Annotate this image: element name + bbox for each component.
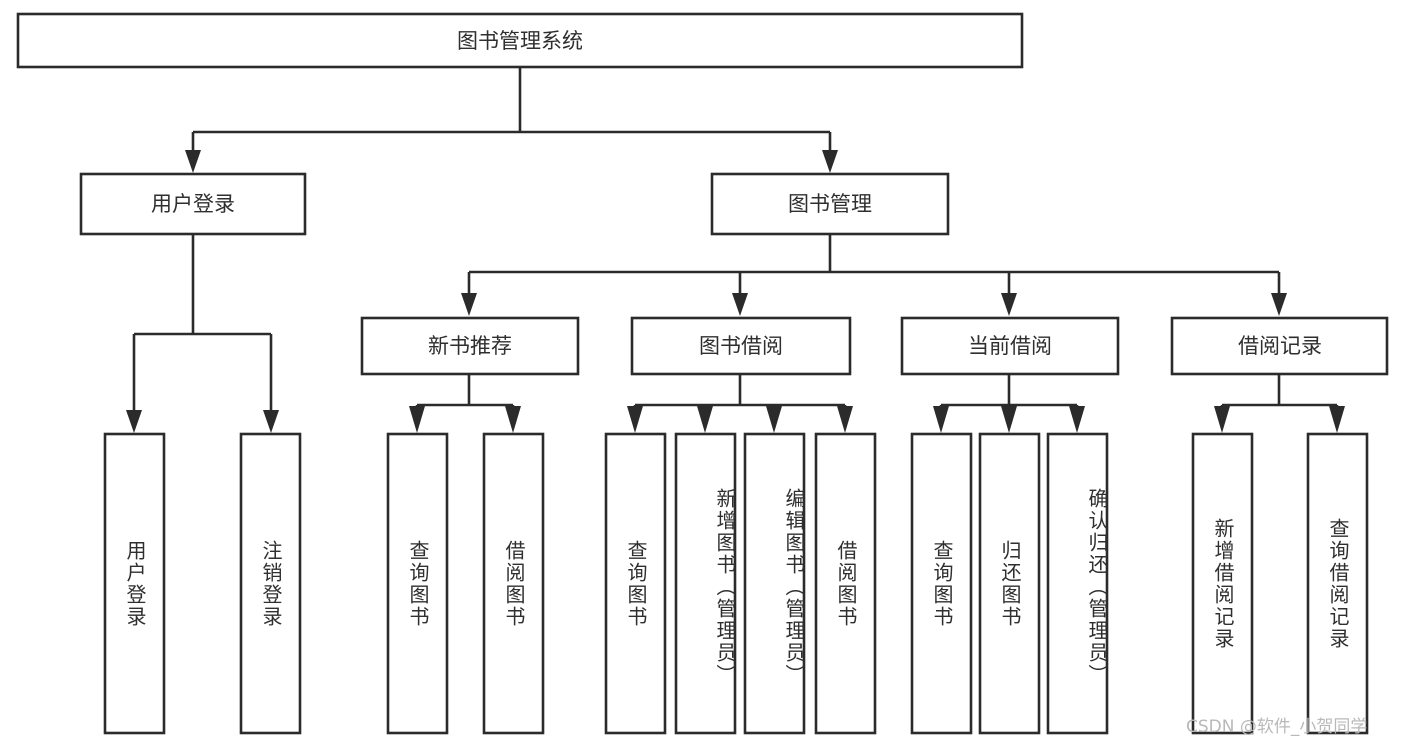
node-leaf-borrow-book-2[interactable] (814, 432, 877, 735)
node-book-borrow[interactable] (630, 316, 852, 376)
node-leaf-add-book[interactable] (674, 432, 737, 735)
arrowhead-leaf-query-book-3 (933, 406, 949, 433)
arrowhead-leaf-edit-book (766, 406, 782, 433)
csdn-watermark: CSDN @软件_小贺同学 (1186, 717, 1368, 737)
arrowhead-leaf-add-record (1214, 406, 1230, 433)
node-book-borrow-label: 图书借阅 (699, 334, 783, 358)
arrowhead-book-borrow (732, 293, 748, 316)
node-book-manage-label: 图书管理 (788, 192, 872, 216)
arrowhead-leaf-confirm-return (1069, 406, 1085, 433)
arrowhead-leaf-borrow-book-1 (505, 406, 521, 433)
arrowhead-leaf-borrow-book-2 (837, 406, 853, 433)
node-leaf-confirm-return[interactable] (1046, 432, 1109, 735)
node-book-manage[interactable] (710, 172, 950, 236)
arrowhead-book-manage (822, 150, 838, 173)
arrowhead-leaf-query-book-2 (627, 406, 643, 433)
node-leaf-edit-book[interactable] (743, 432, 806, 735)
arrowhead-leaf-user-logout (263, 410, 279, 433)
node-user-login-label: 用户登录 (151, 192, 235, 216)
arrowhead-current-borrow (1001, 293, 1017, 316)
arrowhead-new-book-rec (461, 293, 477, 316)
node-leaf-user-login[interactable] (103, 432, 166, 735)
node-leaf-query-book-2[interactable] (604, 432, 667, 735)
node-new-book-rec[interactable] (360, 316, 580, 376)
node-leaf-borrow-book-1[interactable] (482, 432, 545, 735)
node-root[interactable] (16, 12, 1024, 69)
node-borrow-record-label: 借阅记录 (1238, 334, 1322, 358)
arrowhead-leaf-query-record (1329, 406, 1345, 433)
node-leaf-query-record[interactable] (1306, 432, 1369, 735)
node-user-login[interactable] (79, 172, 307, 236)
arrowhead-leaf-user-login (126, 410, 142, 433)
node-leaf-return-book[interactable] (978, 432, 1041, 735)
node-leaf-user-logout[interactable] (239, 432, 302, 735)
node-current-borrow[interactable] (900, 316, 1120, 376)
connector-group (126, 67, 1345, 433)
arrowhead-leaf-query-book-1 (409, 406, 425, 433)
node-borrow-record[interactable] (1170, 316, 1389, 376)
node-leaf-query-book-3[interactable] (910, 432, 973, 735)
node-leaf-add-record[interactable] (1191, 432, 1254, 735)
arrowhead-leaf-return-book (1001, 406, 1017, 433)
arrowhead-borrow-record (1271, 293, 1287, 316)
arrowhead-leaf-add-book (697, 406, 713, 433)
arrowhead-user-login (185, 150, 201, 173)
node-leaf-query-book-1[interactable] (386, 432, 449, 735)
node-current-borrow-label: 当前借阅 (968, 334, 1052, 358)
node-root-label: 图书管理系统 (457, 29, 583, 53)
node-new-book-rec-label: 新书推荐 (428, 334, 512, 358)
